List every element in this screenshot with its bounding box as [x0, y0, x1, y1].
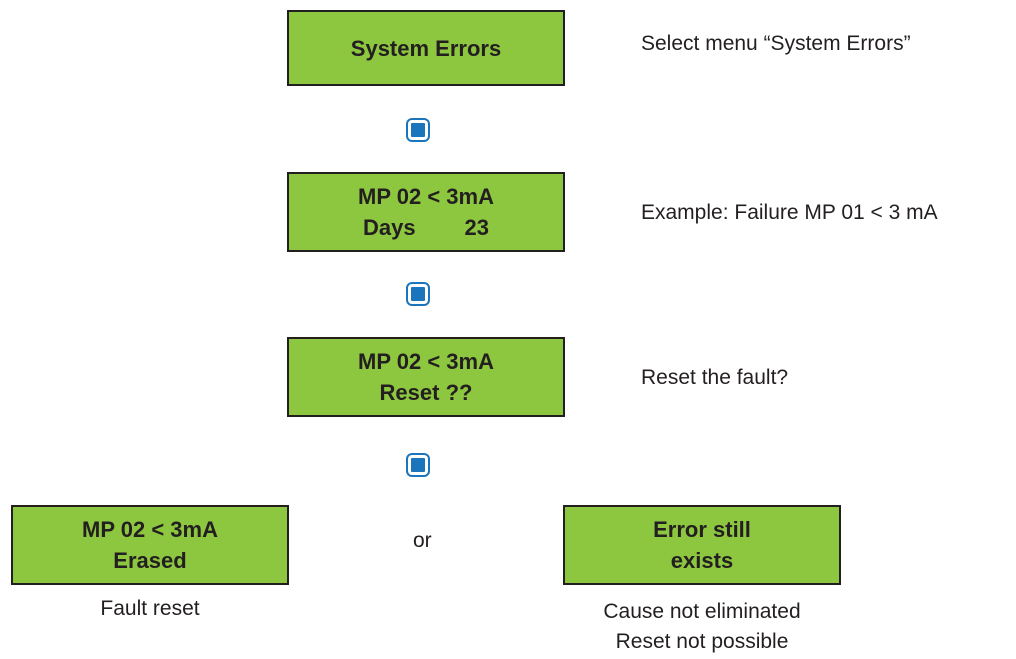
display-fault-erased: MP 02 < 3mA Erased — [11, 505, 289, 585]
instruction-example: Example: Failure MP 01 < 3 mA — [641, 201, 938, 224]
instruction-reset-fault: Reset the fault? — [641, 366, 789, 389]
display-line: MP 02 < 3mA — [358, 349, 494, 374]
display-line: MP 02 < 3mA — [358, 184, 494, 209]
display-error-days: MP 02 < 3mA Days 23 — [287, 172, 565, 252]
display-reset-prompt: MP 02 < 3mA Reset ?? — [287, 337, 565, 417]
caption-reset-not-possible: Cause not eliminated Reset not possible — [553, 597, 851, 657]
caption-line: Reset not possible — [615, 630, 789, 653]
caption-fault-reset: Fault reset — [11, 597, 289, 621]
enter-button-icon — [406, 453, 430, 477]
caption-line: Fault reset — [100, 597, 200, 620]
display-line: System Errors — [350, 35, 502, 61]
display-line: MP 02 < 3mA — [82, 517, 218, 542]
display-line: Reset ?? — [379, 380, 473, 405]
display-line: Erased — [113, 548, 187, 573]
caption-line: Cause not eliminated — [603, 600, 801, 623]
separator-or: or — [413, 529, 432, 552]
display-line: Error still — [653, 517, 751, 542]
display-system-errors: System Errors — [287, 10, 565, 86]
display-line: exists — [670, 548, 734, 573]
display-line: Days 23 — [363, 215, 489, 240]
enter-button-icon — [406, 282, 430, 306]
enter-button-icon — [406, 118, 430, 142]
instruction-select-menu: Select menu “System Errors” — [641, 32, 911, 55]
display-error-still-exists: Error still exists — [563, 505, 841, 585]
